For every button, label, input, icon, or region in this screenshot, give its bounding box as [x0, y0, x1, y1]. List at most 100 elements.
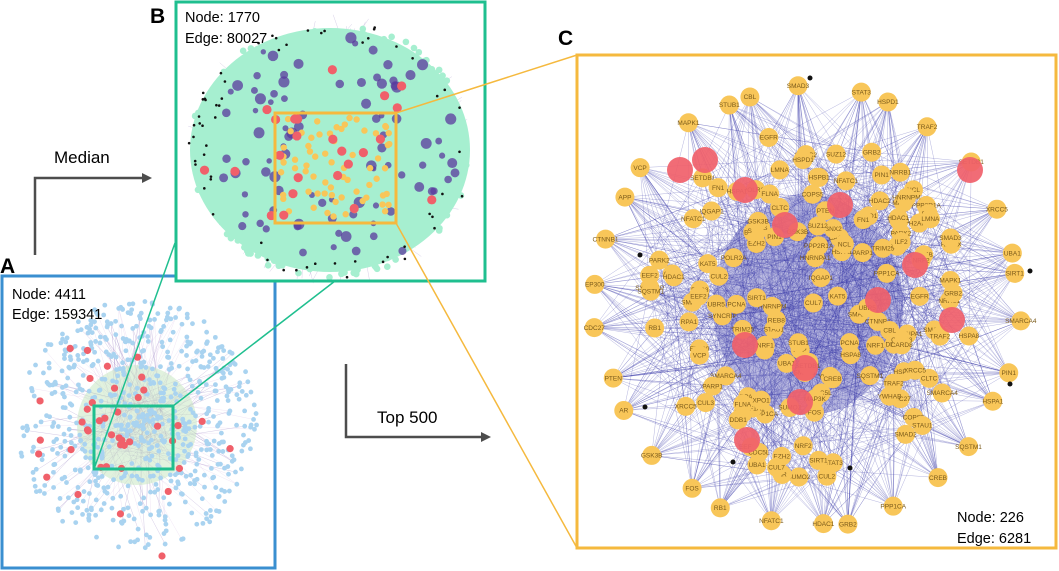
network-node: [410, 44, 418, 52]
network-node: [30, 449, 35, 454]
network-node: [435, 66, 443, 74]
network-node: [288, 249, 295, 256]
network-node: [461, 135, 468, 143]
network-node: [188, 472, 194, 478]
network-node-top: [284, 115, 292, 123]
network-node: [209, 466, 214, 471]
network-edge: [776, 319, 993, 402]
gene-label: PARP1: [852, 250, 873, 257]
network-edge: [688, 101, 889, 322]
network-node-highlight: [164, 487, 172, 496]
network-edge: [623, 152, 872, 411]
network-edge: [651, 396, 890, 456]
network-edge: [871, 152, 972, 163]
network-node: [304, 34, 312, 42]
connector-b-to-c-upper: [395, 54, 578, 114]
gene-node: [709, 266, 729, 286]
network-cluster: [281, 95, 288, 103]
network-edge: [758, 412, 815, 453]
network-node: [422, 190, 429, 198]
gene-node-highlight: [732, 332, 758, 358]
gene-node: [789, 467, 809, 487]
network-cluster: [335, 229, 343, 237]
gene-label: NFATC1: [759, 518, 784, 525]
network-node-small: [197, 115, 201, 118]
network-node-top: [324, 209, 331, 217]
network-node: [155, 487, 161, 492]
network-edge: [649, 287, 808, 366]
network-node: [66, 364, 72, 370]
gene-label: NRRB1: [889, 169, 911, 176]
network-cluster: [340, 231, 352, 242]
network-edge: [919, 222, 1009, 373]
network-node-small: [306, 29, 310, 32]
network-node-small: [285, 43, 288, 47]
gene-label: PTEN: [605, 375, 623, 382]
network-edge: [673, 126, 928, 277]
network-node-top: [372, 130, 380, 137]
network-node: [75, 319, 81, 325]
network-edge: [747, 375, 870, 397]
network-node: [31, 477, 37, 482]
network-node-top: [310, 204, 317, 211]
network-node: [167, 305, 173, 311]
network-node: [110, 517, 116, 523]
gene-node: [603, 368, 623, 388]
network-node-small: [395, 45, 398, 48]
network-node: [407, 154, 414, 162]
network-edge: [651, 425, 923, 456]
network-edge: [930, 218, 935, 331]
network-edge: [818, 245, 870, 376]
network-node-small: [209, 178, 213, 181]
network-node: [260, 144, 267, 152]
network-node: [154, 373, 159, 379]
network-node: [205, 364, 211, 369]
network-node: [96, 475, 101, 481]
gene-node: [838, 514, 858, 534]
network-node: [361, 244, 368, 251]
network-node: [147, 534, 153, 540]
network-edge: [836, 126, 928, 155]
network-node: [105, 484, 111, 490]
network-node: [251, 402, 257, 408]
gene-label: FN1: [712, 185, 725, 192]
network-node: [119, 323, 124, 329]
network-node: [50, 447, 55, 452]
network-edge: [858, 314, 894, 507]
network-node: [442, 145, 450, 152]
network-node: [72, 343, 78, 349]
network-edge: [738, 96, 751, 420]
network-node-highlight: [67, 445, 75, 454]
gene-label: CTNNB1: [593, 236, 619, 243]
network-edge: [805, 154, 997, 210]
network-node: [64, 480, 69, 485]
network-edge: [839, 217, 899, 238]
network-node: [158, 329, 164, 335]
gene-node: [828, 286, 848, 306]
network-node: [219, 487, 224, 493]
gene-label: SMARCA4: [926, 390, 958, 397]
network-node: [147, 317, 153, 323]
network-node: [288, 198, 296, 205]
network-node-top: [363, 194, 370, 201]
network-node: [358, 94, 365, 101]
gene-node: [726, 294, 746, 314]
network-edge: [776, 273, 1015, 321]
gene-label: SMARCA4: [710, 373, 742, 380]
network-node: [445, 198, 453, 206]
network-node: [209, 154, 216, 162]
network-node-top: [346, 114, 353, 122]
network-node: [72, 362, 77, 368]
network-node: [20, 425, 26, 431]
network-node: [127, 382, 132, 388]
network-node: [249, 136, 257, 143]
network-edge: [707, 244, 952, 264]
network-node: [55, 450, 60, 456]
network-node: [99, 454, 105, 460]
gene-label: CUL7: [805, 300, 822, 307]
network-node: [316, 137, 323, 144]
network-edge: [758, 363, 787, 453]
network-node-small: [211, 212, 215, 216]
network-edge: [649, 210, 712, 288]
network-node: [132, 441, 138, 446]
